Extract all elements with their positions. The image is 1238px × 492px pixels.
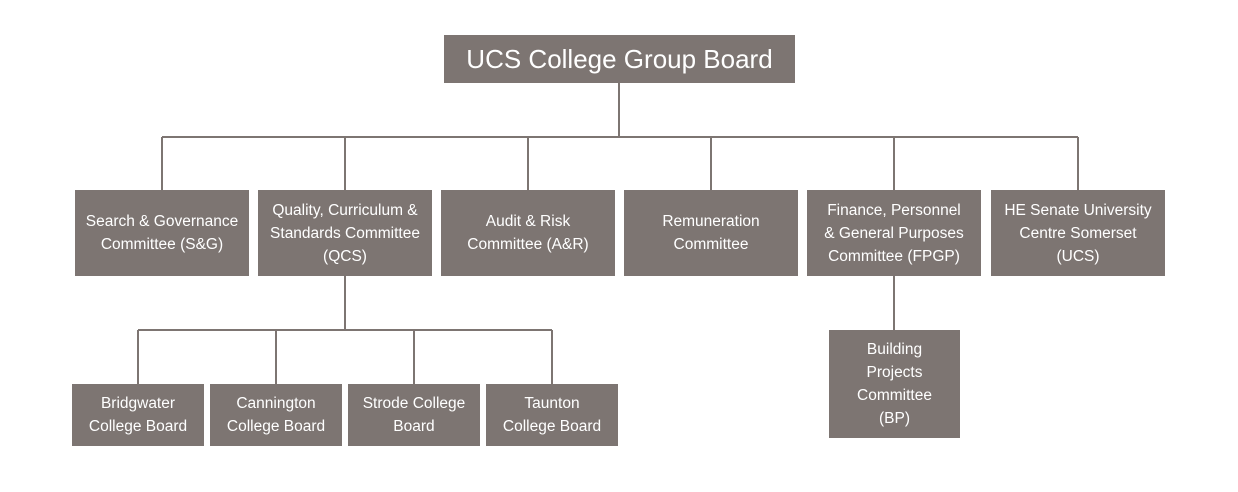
box-quality-curriculum-standards-committee: Quality, Curriculum & Standards Committe… — [258, 190, 432, 276]
box-finance-personnel-general-purposes-committee: Finance, Personnel & General Purposes Co… — [807, 190, 981, 276]
box-ucs-college-group-board: UCS College Group Board — [444, 35, 795, 83]
box-he-senate-university-centre-somerset: HE Senate University Centre Somerset (UC… — [991, 190, 1165, 276]
box-cannington-college-board: Cannington College Board — [210, 384, 342, 446]
box-bridgwater-college-board: Bridgwater College Board — [72, 384, 204, 446]
box-building-projects-committee: Building Projects Committee (BP) — [829, 330, 960, 438]
box-remuneration-committee: Remuneration Committee — [624, 190, 798, 276]
box-strode-college-board: Strode College Board — [348, 384, 480, 446]
box-audit-risk-committee: Audit & Risk Committee (A&R) — [441, 190, 615, 276]
box-taunton-college-board: Taunton College Board — [486, 384, 618, 446]
box-search-governance-committee: Search & Governance Committee (S&G) — [75, 190, 249, 276]
